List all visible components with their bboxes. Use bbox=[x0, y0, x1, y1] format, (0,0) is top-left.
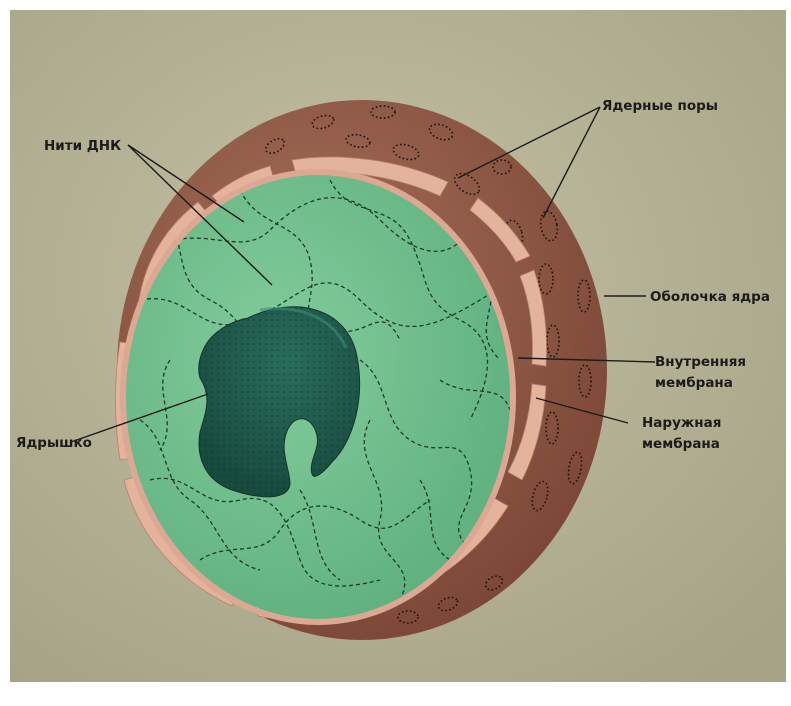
label-outer-membrane-2: мембрана bbox=[642, 436, 720, 452]
label-nucleolus: Ядрышко bbox=[16, 435, 92, 451]
label-dna-threads: Нити ДНК bbox=[44, 138, 121, 154]
label-nuclear-pores: Ядерные поры bbox=[602, 98, 718, 114]
label-inner-membrane-2: мембрана bbox=[655, 375, 733, 391]
label-nuclear-envelope: Оболочка ядра bbox=[650, 289, 770, 305]
label-inner-membrane-1: Внутренняя bbox=[655, 354, 746, 370]
label-outer-membrane-1: Наружная bbox=[642, 415, 721, 431]
